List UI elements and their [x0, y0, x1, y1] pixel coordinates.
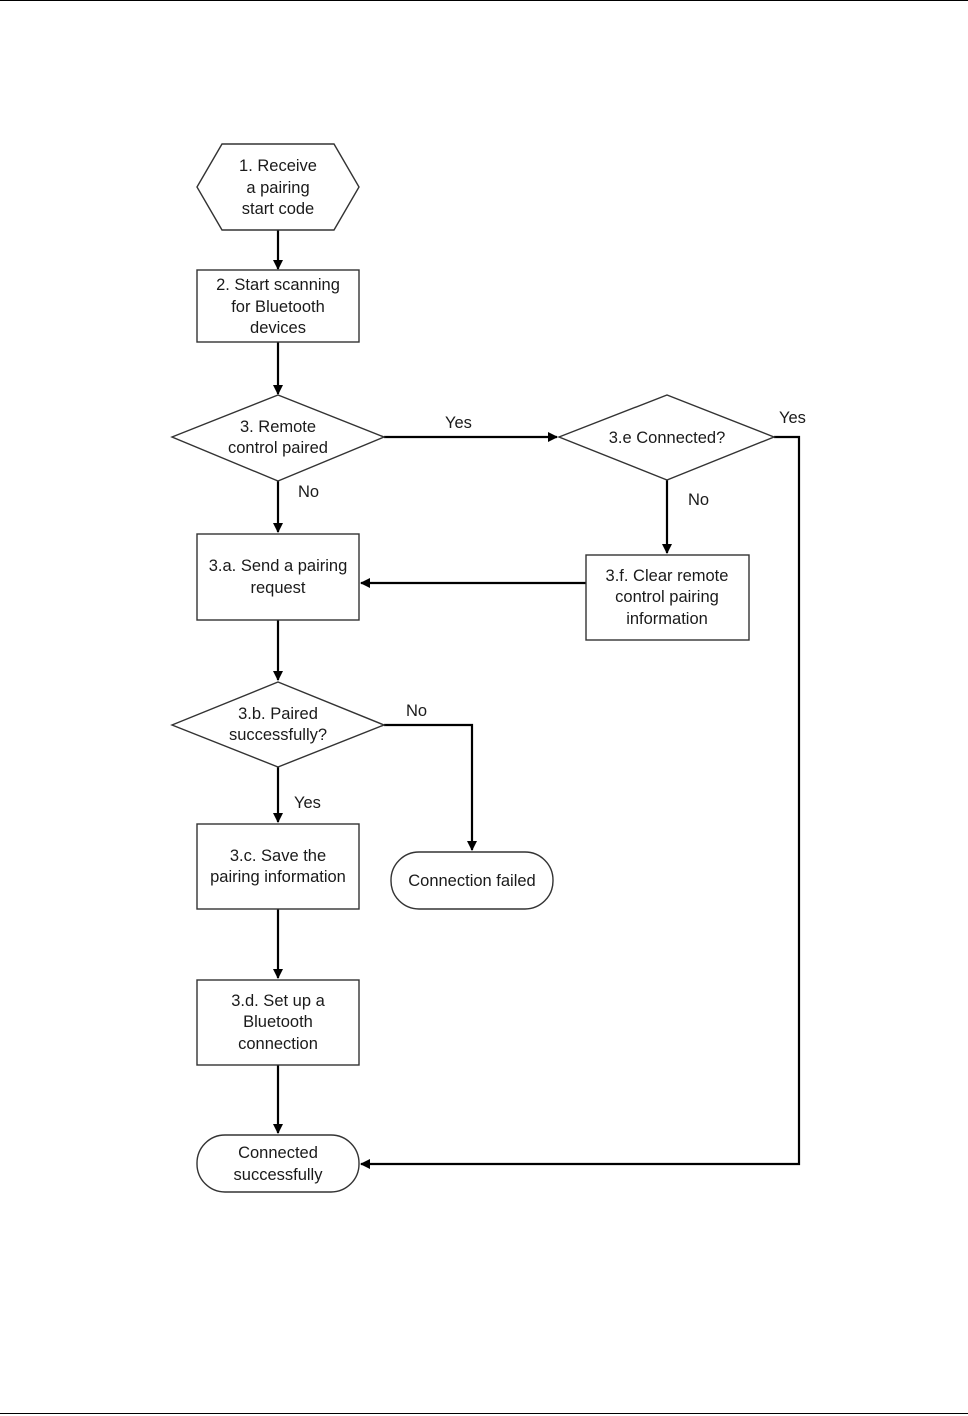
node-clear-info-line-1: 3.f. Clear remote: [606, 567, 729, 585]
node-connected-ok-line-1: Connected: [238, 1144, 318, 1162]
edge-labels: Yes No Yes No No Yes: [294, 409, 806, 812]
node-clear-info-line-2: control pairing: [615, 588, 719, 606]
label-remote-paired-yes: Yes: [445, 414, 472, 432]
decision-diamond: [557, 394, 776, 481]
node-setup-connection-line-2: Bluetooth: [243, 1013, 313, 1031]
process-box: [196, 823, 360, 910]
node-setup-connection-line-1: 3.d. Set up a: [231, 992, 325, 1010]
node-remote-paired-line-1: 3. Remote: [240, 418, 316, 436]
node-remote-paired-line-2: control paired: [228, 439, 328, 457]
node-connected-ok-line-2: successfully: [234, 1166, 324, 1184]
node-connected-check: 3.e Connected?: [557, 394, 776, 481]
edge-connected-check-yes: [360, 435, 801, 1169]
node-save-info-line-1: 3.c. Save the: [230, 847, 326, 865]
node-clear-info: 3.f. Clear remote control pairing inform…: [585, 554, 750, 641]
node-receive-code-line-1: 1. Receive: [239, 157, 317, 175]
node-clear-info-line-3: information: [626, 610, 708, 628]
node-save-info: 3.c. Save the pairing information: [196, 823, 360, 910]
label-paired-ok-no: No: [406, 702, 427, 720]
node-start-scan-line-3: devices: [250, 319, 306, 337]
hexagon-shape: [196, 143, 360, 231]
flow-nodes: 1. Receive a pairing start code 2. Start…: [170, 143, 776, 1193]
node-paired-ok: 3.b. Paired successfully?: [170, 681, 386, 768]
node-paired-ok-line-1: 3.b. Paired: [238, 705, 318, 723]
node-receive-code-line-3: start code: [242, 200, 314, 218]
page-bottom-rule: [0, 1413, 968, 1414]
node-start-scan-line-1: 2. Start scanning: [216, 276, 340, 294]
label-connected-check-yes: Yes: [779, 409, 806, 427]
node-paired-ok-line-2: successfully?: [229, 726, 327, 744]
node-connected-ok: Connected successfully: [196, 1134, 360, 1193]
decision-diamond: [170, 394, 386, 482]
node-connected-check-line-1: 3.e Connected?: [609, 429, 726, 447]
process-box: [196, 979, 360, 1066]
node-send-request-line-1: 3.a. Send a pairing: [209, 557, 348, 575]
process-box: [196, 533, 360, 621]
label-connected-check-no: No: [688, 491, 709, 509]
node-remote-paired: 3. Remote control paired: [170, 394, 386, 482]
node-save-info-line-2: pairing information: [210, 868, 346, 886]
decision-diamond: [170, 681, 386, 768]
label-remote-paired-no: No: [298, 483, 319, 501]
process-box: [585, 554, 750, 641]
node-setup-connection-line-3: connection: [238, 1035, 318, 1053]
flow-edges: [273, 230, 801, 1169]
terminator-shape: [390, 851, 554, 910]
process-box: [196, 269, 360, 343]
node-receive-code: 1. Receive a pairing start code: [196, 143, 360, 231]
node-send-request-line-2: request: [250, 579, 305, 597]
node-receive-code-line-2: a pairing: [246, 179, 309, 197]
terminator-shape: [196, 1134, 360, 1193]
edge-paired-ok-no: [384, 723, 477, 851]
node-connection-failed: Connection failed: [390, 851, 554, 910]
node-start-scan: 2. Start scanning for Bluetooth devices: [196, 269, 360, 343]
page-top-rule: [0, 0, 968, 1]
node-setup-connection: 3.d. Set up a Bluetooth connection: [196, 979, 360, 1066]
node-connection-failed-line-1: Connection failed: [408, 872, 536, 890]
node-start-scan-line-2: for Bluetooth: [231, 298, 325, 316]
label-paired-ok-yes: Yes: [294, 794, 321, 812]
node-send-request: 3.a. Send a pairing request: [196, 533, 360, 621]
